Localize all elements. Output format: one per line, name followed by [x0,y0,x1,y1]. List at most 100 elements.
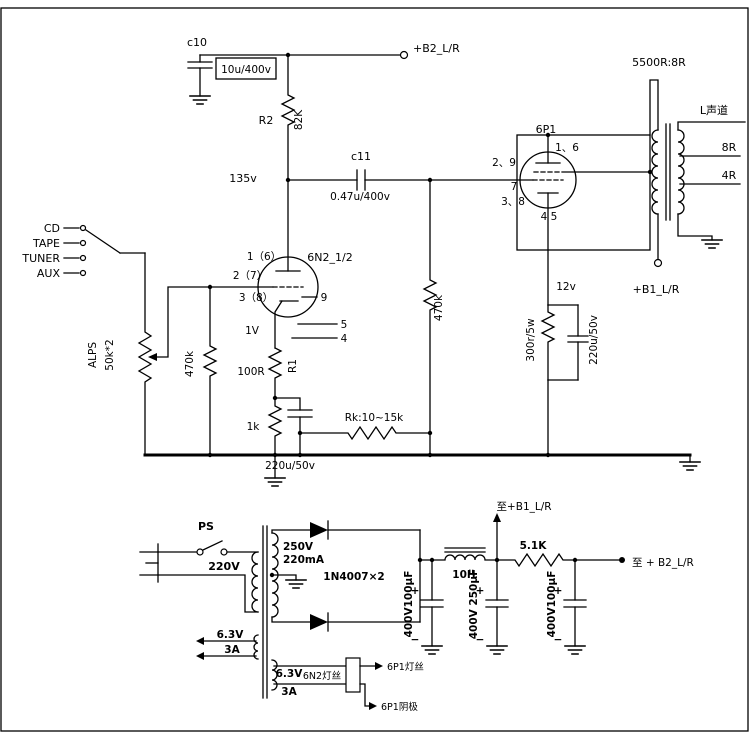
tube-6n2-cathode-lead [274,300,283,349]
tube-6n2: 6N2_1/2 1（6） 2（7） 3（8） 9 5 4 1V [233,179,353,349]
tube-6p1-name: 6P1 [536,123,557,136]
cathode-resistor-value: 300r/5w [525,318,537,362]
output-tube-6p1: 6P1 1、6 2、9 7 3、8 4 5 [492,123,653,306]
cathode-6p1-label: 6P1阴极 [381,701,418,713]
tap-4ohm-label: 4R [722,169,737,182]
diode-bottom-wire [271,616,311,623]
tube-6n2-pin2-label: 2（7） [233,270,267,282]
b1-terminal-label: +B1_L/R [633,283,680,296]
b2-terminal-label: +B2_L/R [413,42,460,55]
selector-switch-arm [85,229,121,254]
cathode-1k-resistor [267,397,283,456]
heater1-current-label: 3A [224,644,240,656]
input-grid-resistor [202,286,218,456]
c11-label: c11 [351,150,371,163]
power-supply: PS 220V 250V 220mA 1N4007×2 10H 5.1K [139,501,694,713]
heater2-voltage-label: 6.3V [276,668,304,680]
cathode-voltage-6p1: 12v [556,281,576,293]
cathode-network-6n2: R1 100R 1k 220u/50v Rk:10~15k [237,347,433,487]
rk-feedback-label: Rk:10~15k [345,412,404,424]
filament-junction-box [345,657,361,693]
ground-icon [679,461,701,471]
ground-icon [564,645,586,655]
junction-dot [545,452,551,458]
ct-ground-wire [271,574,297,581]
input-section: CD TAPE TUNER AUX ALPS 50k*2 470k [21,222,274,456]
tube-6p1-pin38-label: 3、8 [501,196,525,208]
output-transformer: 5500R:8R L声道 8R 4R +B1_L/R [632,56,746,296]
arrow-right-icon [375,662,383,670]
arrow-right-icon [369,702,377,710]
preamp-stage: c10 10u/400v +B2_L/R R2 82K 135v c11 0.4… [187,36,534,456]
r1-label: R1 [287,359,299,373]
power-switch-contact [220,548,228,556]
choke-label: 10H [452,569,475,581]
arrow-left-icon [196,652,204,660]
power-switch-contact [196,548,204,556]
cap3-minus: − [554,634,563,646]
page-border [0,7,749,732]
cathode-network-6p1: 12v 300r/5w 220u/50v [525,281,600,456]
bypass-cap-value: 220u/50v [265,460,315,472]
opt-secondary-winding [677,129,685,215]
ground-icon [264,477,286,487]
input-cd-label: CD [44,222,60,235]
cap2-minus: − [476,634,485,646]
pot-value: 50k*2 [104,339,116,370]
r2-resistor [280,54,296,181]
input-aux-terminal [79,269,87,277]
tube-6p1-pin7-label: 7 [511,181,518,193]
tap-8ohm-label: 8R [722,141,737,154]
opt-primary-winding [651,129,659,215]
speaker-common-wire [677,121,746,131]
pt-primary-winding [251,551,259,613]
diode-icon [310,522,328,538]
mains-neutral-wire [157,574,259,613]
heater1-winding [253,634,259,660]
diode-icon [310,614,328,630]
cathode-voltage-6n2: 1V [245,325,260,337]
cap2-value: 400V 250μF [468,569,480,640]
channel-label: L声道 [700,103,728,117]
tube-6n2-pin5-label: 5 [341,319,348,331]
secondary-ground-wire [677,213,713,241]
cathode-resistor-300r [540,304,556,381]
tube-6n2-pin3-label: 3（8） [239,292,273,304]
input-tape-terminal [79,239,87,247]
r1-resistor [267,347,283,399]
filter-resistor-label: 5.1K [520,540,548,552]
junction-dot [545,132,551,138]
cap3-value: 400V100μF [546,571,558,638]
ground-icon [486,645,508,655]
tube-6p1-pin29-label: 2、9 [492,157,516,169]
junction-dot [297,452,303,458]
cathode-1k-value: 1k [247,421,261,433]
r2-value: 82K [293,109,305,130]
opt-ratio-label: 5500R:8R [632,56,686,69]
r1-value: 100R [237,366,264,378]
ground-icon [189,95,211,105]
cap2-plus: + [476,585,485,597]
pot-wiper-wire [156,286,274,358]
pot-name: ALPS [87,342,99,368]
to-b1-label: 至+B1_L/R [496,501,551,513]
power-switch-arm [202,540,223,551]
arrow-left-icon [196,637,204,645]
tube-6p1-pin16-label: 1、6 [555,142,579,154]
junction-dot [427,452,433,458]
cathode-6p1-wire [359,683,371,707]
diodes-label: 1N4007×2 [323,571,384,583]
input-tuner-label: TUNER [21,252,60,265]
c10-label: c10 [187,36,207,49]
input-tape-label: TAPE [32,237,60,250]
arrow-up-icon [493,513,501,522]
plate-voltage-label: 135v [229,172,257,185]
hv-current-label: 220mA [283,554,325,566]
diode-top-wire [271,529,311,534]
plate-to-primary-wire [649,79,659,136]
cap3-plus: + [554,585,563,597]
tube-6n2-pin4-label: 4 [341,333,348,345]
cap1-minus: − [411,634,420,646]
to-b2-label: 至 + B2_L/R [632,557,694,569]
